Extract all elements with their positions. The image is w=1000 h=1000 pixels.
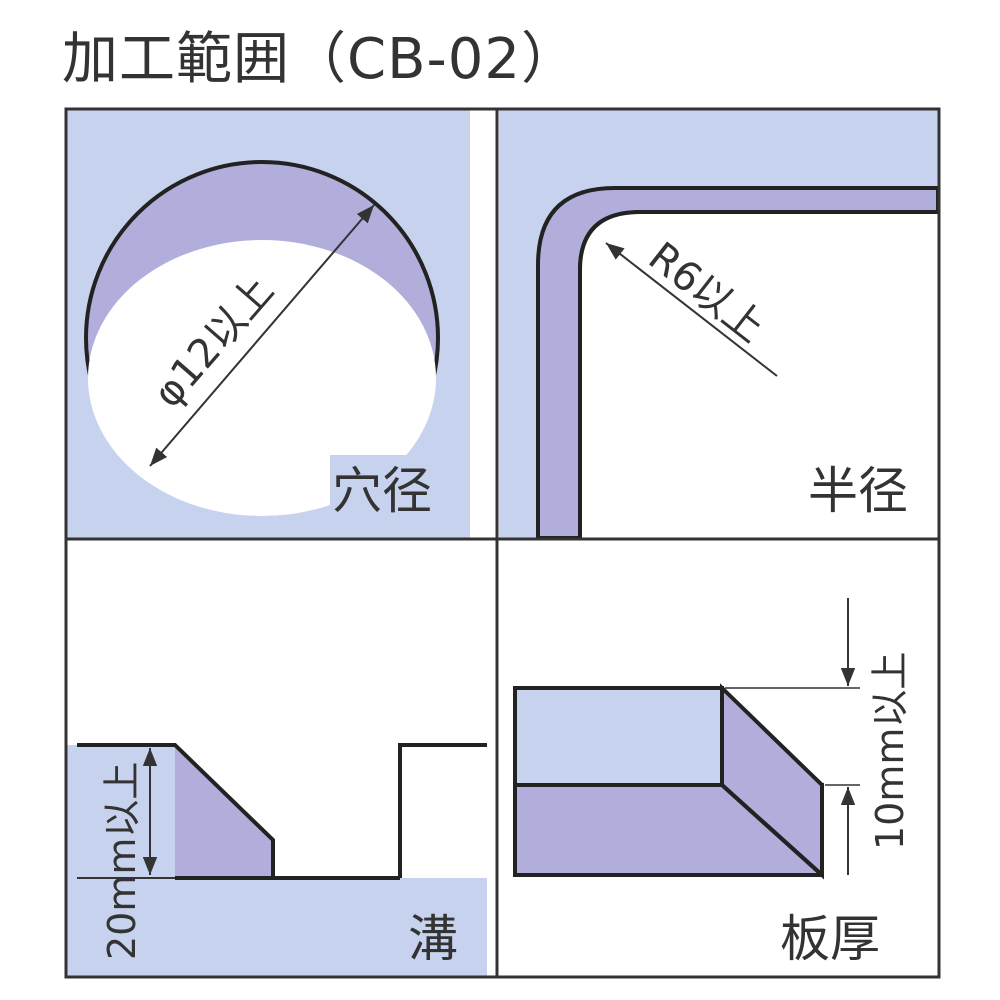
grid-border <box>64 107 941 979</box>
page-title: 加工範囲（CB-02） <box>62 27 578 92</box>
groove-wall <box>175 745 273 878</box>
panel-hole-diameter: 穴径 φ12以上 <box>67 110 470 538</box>
radius-leader-arrow <box>605 242 778 377</box>
diameter-dimension-line <box>149 204 375 467</box>
thickness-label: 板厚 <box>780 910 880 968</box>
panel-radius: R6以上 半径 <box>499 110 940 540</box>
groove-label: 溝 <box>408 910 458 968</box>
groove-dimension: 20mm以上 <box>100 762 144 960</box>
radius-label: 半径 <box>808 462 908 520</box>
hole-label: 穴径 <box>332 462 432 520</box>
thickness-dimension: 10mm以上 <box>868 652 912 850</box>
upper-plate <box>513 686 724 787</box>
panel-groove: 20mm以上 溝 <box>67 743 487 976</box>
panel-plate-thickness: 10mm以上 板厚 <box>513 598 912 968</box>
